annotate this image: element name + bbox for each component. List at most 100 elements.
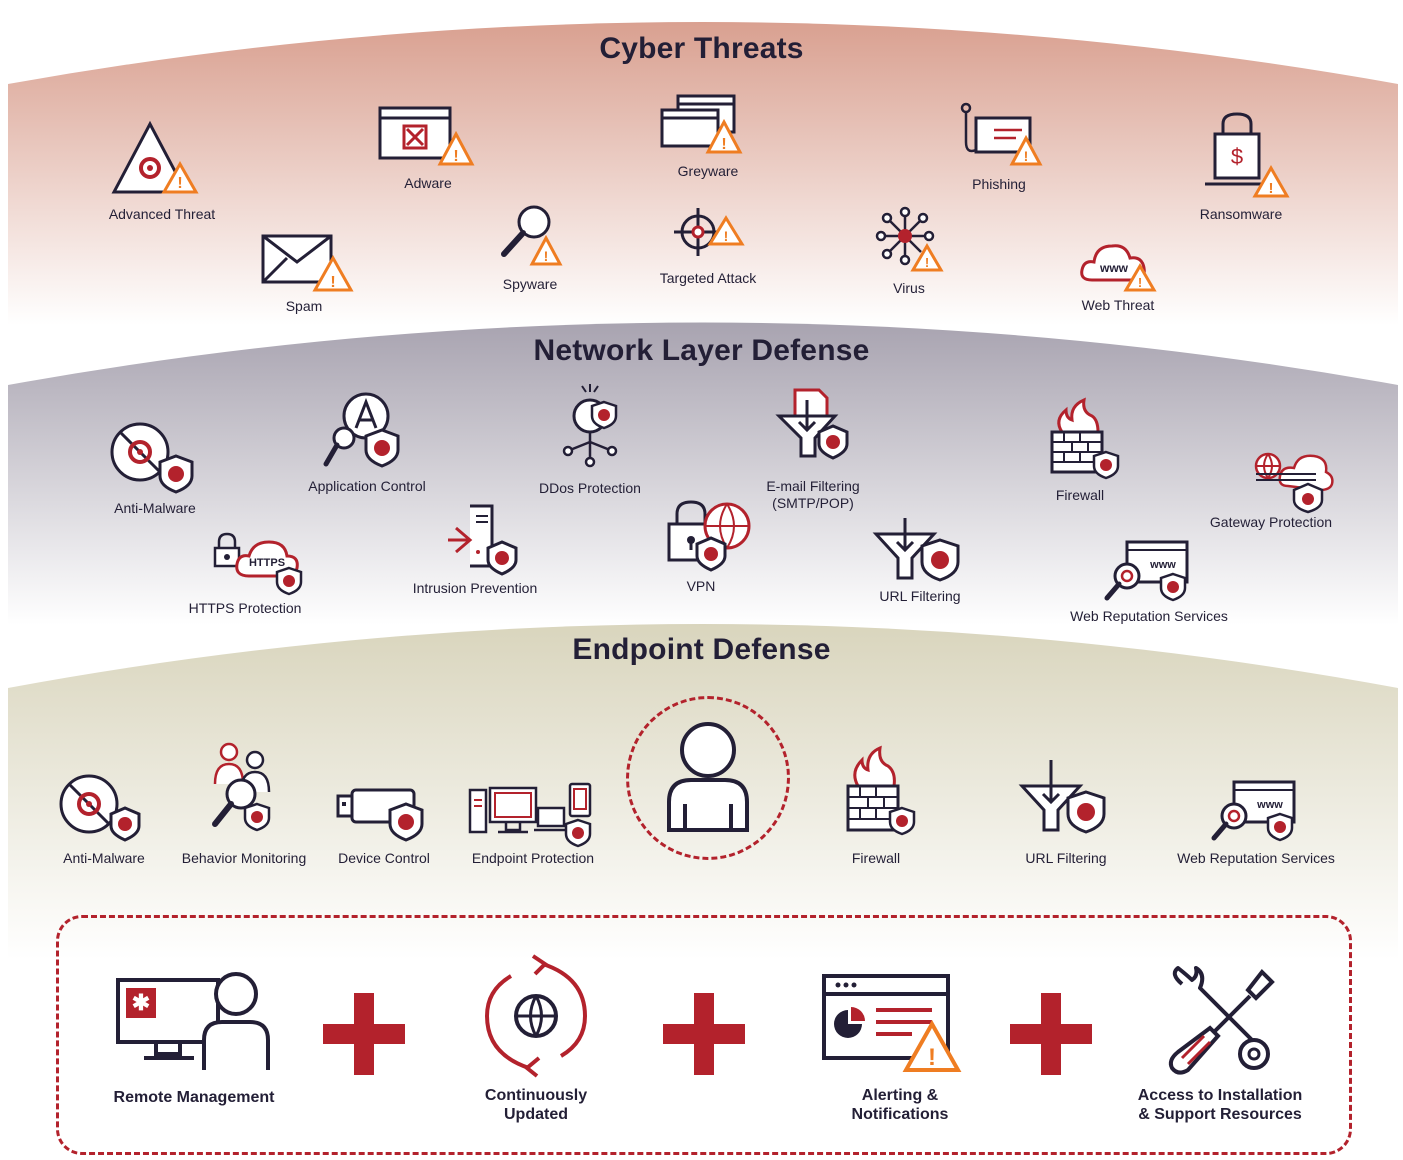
threat-phishing: ! Phishing [909,102,1089,222]
feature-label: Alerting & Notifications [851,1087,949,1123]
anti-malware-icon [59,774,141,842]
network-label: Application Control [308,478,426,494]
endpoint-label: Behavior Monitoring [181,850,307,866]
plus-icon [663,993,745,1075]
threat-label: Phishing [972,176,1026,192]
threat-advanced-threat: ! Advanced Threat [72,120,252,240]
network-url-filtering: URL Filtering [830,516,1010,636]
svg-text:!: ! [928,1044,936,1071]
network-anti-malware: Anti-Malware [65,420,245,540]
threat-label: Web Threat [1081,297,1155,313]
network-label: Intrusion Prevention [412,580,538,596]
network-label: Web Reputation Services [1070,608,1228,624]
network-defense-title: Network Layer Defense [533,334,870,367]
https-cloud-icon: HTTPS [213,532,303,596]
endpoint-behavior-monitoring: Behavior Monitoring [154,742,334,866]
firewall-icon [846,745,916,836]
endpoint-label: Anti-Malware [63,850,145,866]
network-email-filtering: E-mail Filtering (SMTP/POP) [723,386,903,511]
threat-label: Ransomware [1199,206,1283,222]
feature-continuously-updated: Continuously Updated [426,954,646,1126]
anti-malware-icon [110,422,194,494]
features-box [56,915,1352,1155]
svg-text:!: ! [177,175,182,192]
intrusion-prevention-icon [448,504,518,576]
firewall-icon [1050,397,1120,480]
virus-icon: ! [875,206,944,272]
user-icon [667,722,749,832]
threat-spyware: ! Spyware [440,204,620,324]
behavior-monitoring-icon [212,742,271,832]
web-reputation-icon: www [1104,540,1189,602]
svg-text:www: www [1099,261,1129,275]
endpoint-label: URL Filtering [1025,850,1107,866]
ddos-bomb-icon [562,384,618,468]
endpoint-anti-malware: Anti-Malware [14,772,194,892]
crosshair-icon: ! [674,208,745,256]
feature-label: Access to Installation & Support Resourc… [1137,1087,1303,1123]
endpoint-defense-title: Endpoint Defense [572,633,831,666]
network-web-reputation: www Web Reputation Services [1059,538,1239,658]
alert-notification-icon: ! [822,974,962,1072]
endpoint-label: Web Reputation Services [1177,850,1335,866]
svg-text:!: ! [1269,180,1274,197]
url-filter-funnel-icon [872,518,960,582]
endpoint-web-reputation: www Web Reputation Services [1166,780,1346,900]
svg-text:www: www [1256,799,1283,811]
threat-targeted-attack: ! Targeted Attack [618,204,798,324]
endpoint-label: Endpoint Protection [471,850,595,866]
threat-label: Spam [285,298,323,314]
svg-text:HTTPS: HTTPS [249,557,285,569]
threat-label: Targeted Attack [659,270,757,286]
plus-icon [323,993,405,1075]
usb-device-icon [336,788,424,842]
threat-label: Adware [404,175,452,191]
network-label: HTTPS Protection [188,600,302,616]
tools-icon [1168,966,1275,1075]
endpoint-label: Firewall [851,850,901,866]
network-firewall: Firewall [990,397,1170,518]
threat-greyware: ! Greyware [618,92,798,212]
update-globe-icon [484,954,588,1078]
greyware-windows-icon: ! [660,94,743,154]
threat-label: Spyware [502,276,558,292]
network-label: DDos Protection [539,480,641,496]
network-label: Anti-Malware [114,500,196,516]
threat-spam: ! Spam [214,232,394,352]
svg-text:!: ! [453,148,458,165]
cyber-threats-title: Cyber Threats [599,32,804,65]
gateway-cloud-icon [1254,452,1334,514]
svg-text:!: ! [724,228,729,244]
endpoint-devices-icon [468,782,592,848]
network-label: VPN [686,578,716,594]
web-cloud-icon: www ! [1080,244,1157,292]
svg-text:✱: ✱ [132,990,150,1015]
spam-envelope-icon: ! [261,234,354,292]
svg-text:www: www [1149,559,1176,571]
endpoint-firewall: Firewall [786,745,966,866]
application-control-icon [323,392,400,468]
email-filter-icon [775,388,849,460]
ransomware-lock-icon: $ ! [1205,112,1290,198]
endpoint-device-control: Device Control [294,782,474,902]
network-intrusion-prevention: Intrusion Prevention [385,502,565,622]
url-filter-funnel-icon [1018,760,1106,834]
threat-label: Virus [893,280,925,296]
svg-text:$: $ [1231,144,1243,169]
biohazard-triangle-icon: ! [111,120,199,194]
feature-alerting-notifications: ! Alerting & Notifications [790,970,1010,1140]
network-application-control: Application Control [277,390,457,510]
network-ddos-protection: DDos Protection [500,380,680,500]
remote-management-icon: ✱ [116,972,270,1070]
center-user-ring [626,696,790,860]
spyware-magnifier-icon: ! [501,205,563,266]
threat-adware: ! Adware [338,104,518,224]
network-label: Gateway Protection [1209,514,1333,530]
network-gateway-protection: Gateway Protection [1181,446,1361,566]
phishing-hook-icon: ! [960,102,1043,166]
feature-label: Continuously Updated [484,1087,588,1123]
endpoint-url-filtering: URL Filtering [976,760,1156,890]
feature-label: Remote Management [113,1089,275,1106]
network-vpn: VPN [611,496,791,616]
threat-ransomware: $ ! Ransomware [1151,112,1331,232]
